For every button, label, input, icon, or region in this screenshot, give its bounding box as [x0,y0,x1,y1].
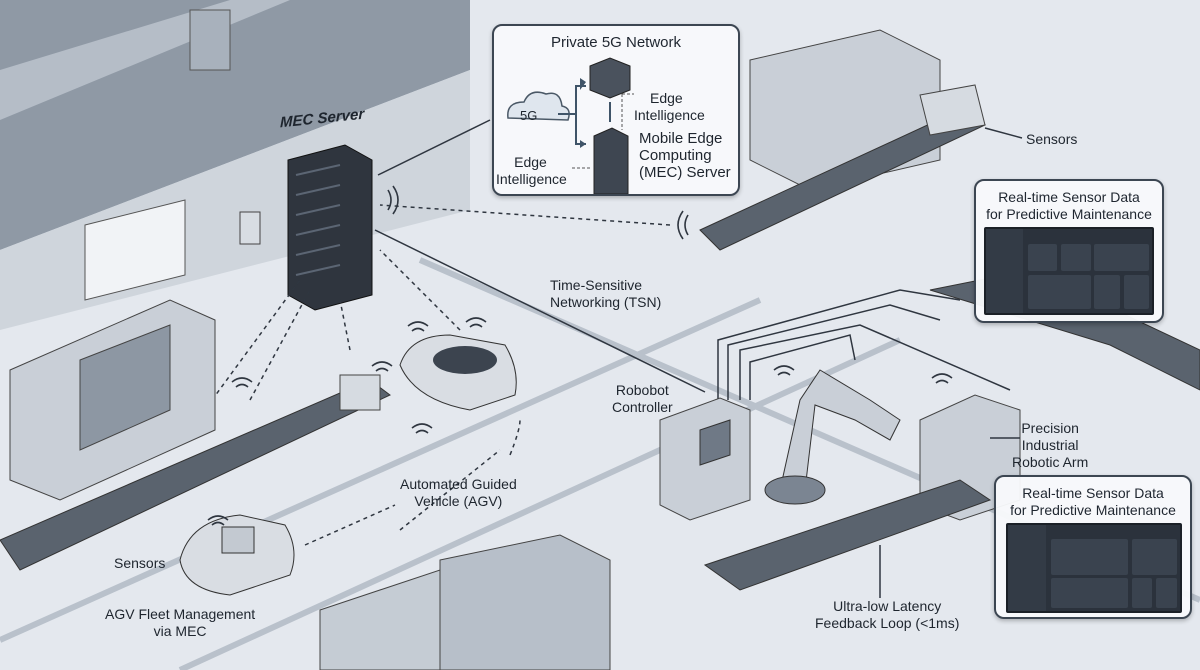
network-title: Private 5G Network [550,34,682,51]
machine-model-tile [1051,538,1129,575]
edge-server-icon [589,57,631,99]
dashboard-sidebar [986,229,1023,313]
cloud-icon [507,91,570,121]
wifi-icons [207,185,953,526]
line-chart-tile [1093,244,1149,271]
controller-screen [699,419,731,466]
gauge-tile [1027,244,1058,271]
sensor-pointer [984,127,1023,139]
gauge-tile [1060,244,1091,271]
box [339,374,381,411]
rack-slots [295,164,341,276]
sensor-gate [919,84,986,136]
wall-monitor [84,199,186,301]
robotic-arm [779,369,901,491]
cloud-5g-label: 5G [520,108,538,123]
private-5g-network-panel: Private 5G Network 5G Edge Intelligence … [492,24,740,196]
gauge-tile [1155,578,1177,608]
timeline-tile [1131,538,1177,575]
sensors-label-left: Sensors [114,555,166,571]
conveyor-bottom [703,479,992,591]
network-diagram [507,57,634,194]
mec-server-icon [593,127,629,194]
tsn-link [374,229,706,393]
tsn-cables [717,289,1011,400]
robot-base [764,475,826,505]
edge-intelligence-left: Edge Intelligence [496,154,567,187]
agv-top [433,346,497,374]
agv-vehicle-2 [179,514,295,596]
donut-tile [1123,275,1149,309]
wireless-links [211,204,671,546]
gauge-tile [1131,578,1153,608]
area-chart-tile [1051,578,1129,608]
network-link [377,119,491,176]
agv-box [221,526,255,554]
cnc-window [79,324,171,451]
pipe-column [189,9,231,71]
bar-chart-tile [1093,275,1121,309]
sensors-label-right: Sensors [1026,131,1078,147]
link-arrows [558,85,586,145]
edge-intelligence-top: Edge Intelligence [634,90,705,123]
bottom-tunnel [439,534,611,670]
dashboard-screen [1006,523,1182,613]
dashboard-sidebar [1008,525,1046,611]
mec-server-label: Mobile Edge Computing (MEC) Server [639,130,731,181]
wall-box [239,211,261,245]
conveyor-left [0,379,391,571]
area-chart-tile [1027,275,1091,309]
dashboard-screen [984,227,1154,315]
